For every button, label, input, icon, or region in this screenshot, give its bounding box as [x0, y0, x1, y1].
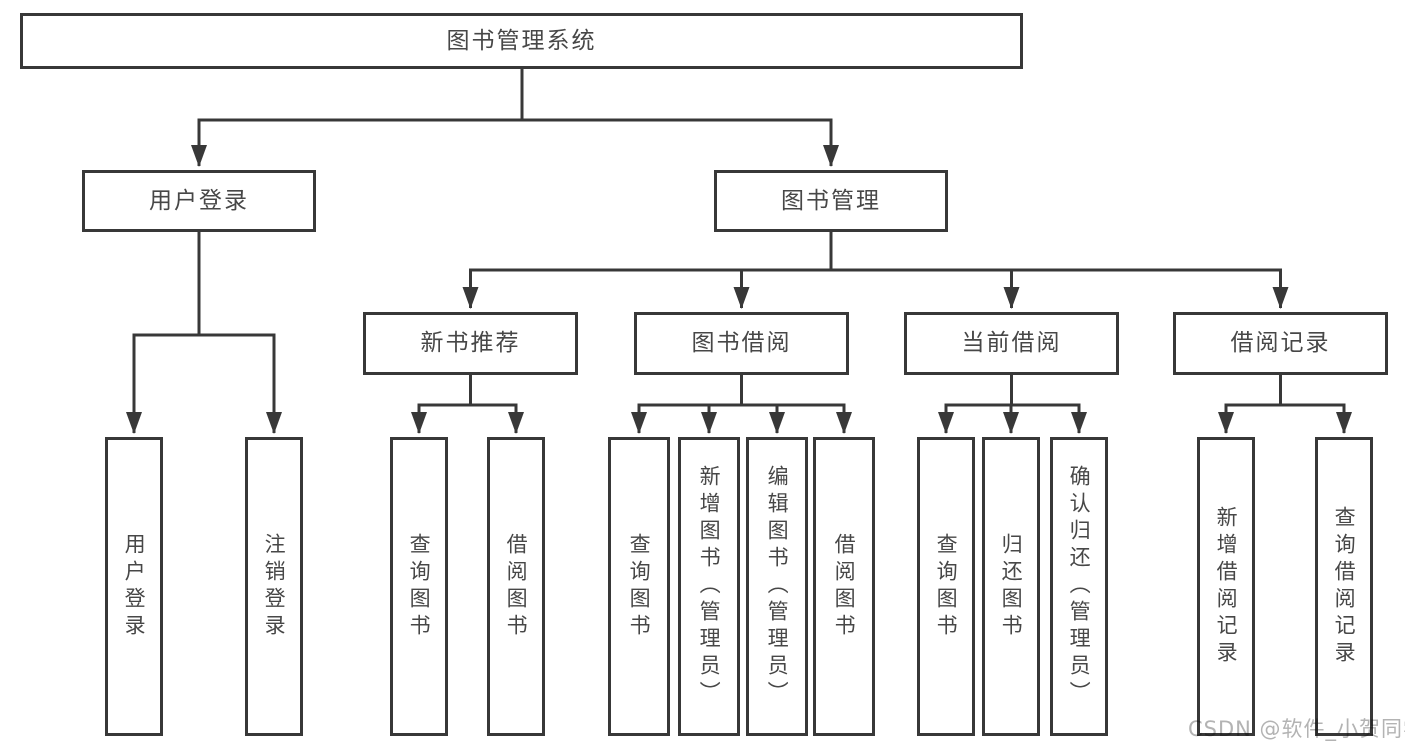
leaf-query-books-borrow: 查询图书 — [608, 437, 670, 736]
csdn-watermark: CSDN @软件_小贺同学 — [1188, 717, 1405, 741]
leaf-borrow-books-recommend: 借阅图书 — [487, 437, 545, 736]
node-library-system: 图书管理系统 — [20, 13, 1023, 69]
leaf-add-borrow-record: 新增借阅记录 — [1197, 437, 1255, 736]
leaf-query-books-recommend: 查询图书 — [390, 437, 448, 736]
leaf-return-books: 归还图书 — [982, 437, 1040, 736]
leaf-logout: 注销登录 — [245, 437, 303, 736]
leaf-user-login: 用户登录 — [105, 437, 163, 736]
node-book-borrow: 图书借阅 — [634, 312, 849, 375]
node-borrow-records: 借阅记录 — [1173, 312, 1388, 375]
leaf-query-books-current: 查询图书 — [917, 437, 975, 736]
leaf-confirm-return-admin: 确认归还（管理员） — [1050, 437, 1108, 736]
node-book-management: 图书管理 — [714, 170, 948, 232]
leaf-add-books-admin: 新增图书（管理员） — [678, 437, 740, 736]
node-current-borrow: 当前借阅 — [904, 312, 1119, 375]
node-new-book-recommend: 新书推荐 — [363, 312, 578, 375]
leaf-query-borrow-record: 查询借阅记录 — [1315, 437, 1373, 736]
leaf-edit-books-admin: 编辑图书（管理员） — [746, 437, 808, 736]
node-user-login: 用户登录 — [82, 170, 316, 232]
leaf-borrow-books: 借阅图书 — [813, 437, 875, 736]
